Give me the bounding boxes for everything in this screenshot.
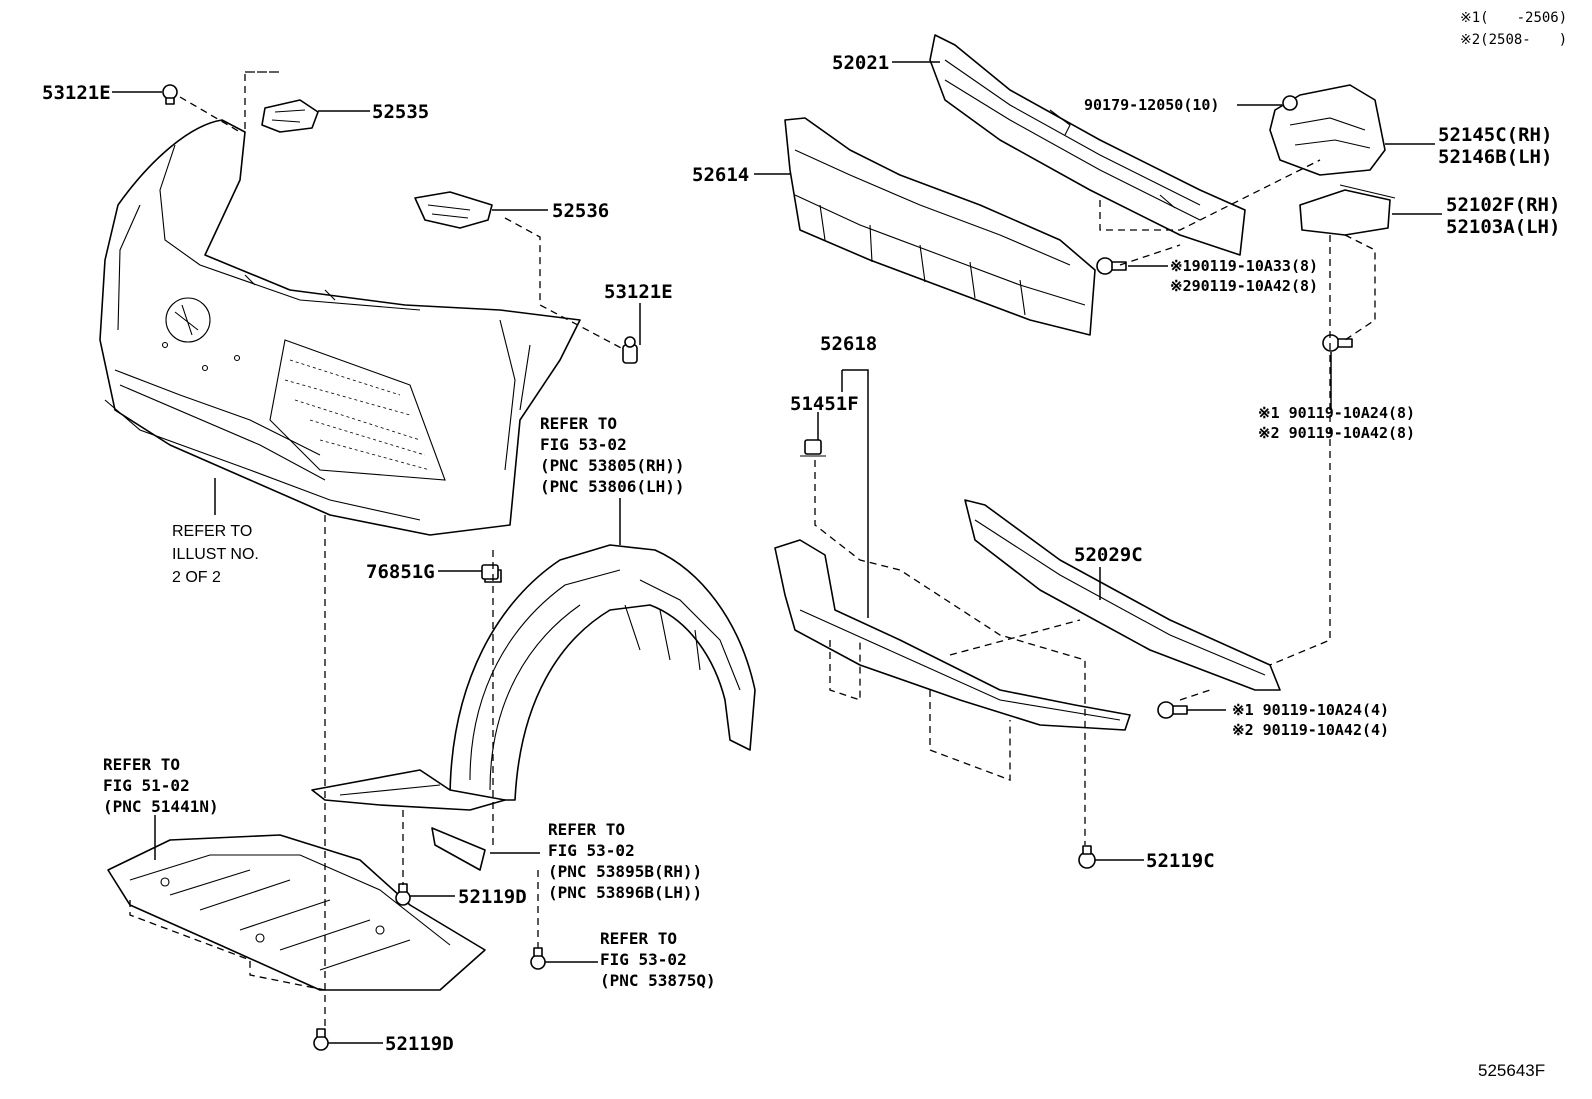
refer-illust-line-2: ILLUST NO.: [172, 546, 259, 563]
engine-under-cover-main: [107, 834, 486, 991]
refer-seal-line-3: (PNC 53895B(RH)): [548, 862, 702, 881]
label-90119-10a24-4: ※1 90119-10A24(4): [1232, 701, 1389, 719]
clip-53875q-icon: [530, 947, 546, 970]
clip-76851g-icon: [481, 564, 499, 580]
clip-53121e-top-icon: [162, 84, 178, 105]
label-90179-12050: 90179-12050(10): [1084, 96, 1219, 114]
bolt-90119-10a24-8-icon: [1322, 334, 1353, 352]
figure-id: 525643F: [1478, 1061, 1545, 1080]
lower-support-52618: [774, 539, 1131, 731]
refer-seal-line-4: (PNC 53896B(LH)): [548, 883, 702, 902]
label-52145c: 52145C(RH): [1438, 124, 1552, 146]
label-52618: 52618: [820, 333, 877, 355]
header-note-1: ※1( -2506): [1460, 10, 1567, 26]
bumper-reinforcement-52021: [929, 34, 1246, 256]
label-52119d-mid: 52119D: [458, 886, 527, 908]
leader-lines: [112, 61, 1442, 1044]
bumper-side-bracket-52535: [261, 99, 319, 133]
refer-seal-line-2: FIG 53-02: [548, 841, 635, 860]
dashed-relation-lines: [129, 71, 1376, 1030]
label-76851g: 76851G: [366, 561, 435, 583]
clip-53121e-mid-icon: [622, 336, 638, 364]
label-51451f: 51451F: [790, 393, 859, 415]
label-53121e-top: 53121E: [42, 82, 111, 104]
label-52119d-bottom: 52119D: [385, 1033, 454, 1055]
refer-fender-line-4: (PNC 53806(LH)): [540, 477, 685, 496]
label-90119-10a24-8: ※1 90119-10A24(8): [1258, 404, 1415, 422]
fender-liner: [449, 544, 756, 801]
label-52146b: 52146B(LH): [1438, 146, 1552, 168]
bolt-90119-10a24-4-icon: [1157, 701, 1188, 719]
energy-absorber-52614: [784, 117, 1096, 336]
label-52119c: 52119C: [1146, 850, 1215, 872]
clip-51451f-icon: [800, 439, 826, 457]
label-52536: 52536: [552, 200, 609, 222]
refer-illust-line-3: 2 OF 2: [172, 569, 221, 586]
refer-fender-line-2: FIG 53-02: [540, 435, 627, 454]
engine-under-cover-small: [311, 769, 506, 811]
refer-fender-line-1: REFER TO: [540, 414, 617, 433]
bumper-side-support-52102f: [1299, 184, 1396, 236]
label-52102f: 52102F(RH): [1446, 194, 1560, 216]
seal-bracket: [431, 827, 486, 871]
label-52103a: 52103A(LH): [1446, 216, 1560, 238]
refer-clip-line-3: (PNC 53875Q): [600, 971, 716, 990]
label-90119-10a42-8-top: ※290119-10A42(8): [1170, 277, 1318, 295]
refer-fender-line-3: (PNC 53805(RH)): [540, 456, 685, 475]
label-52535: 52535: [372, 101, 429, 123]
refer-clip-line-1: REFER TO: [600, 929, 677, 948]
refer-fig5102-line-3: (PNC 51441N): [103, 797, 219, 816]
header-note-2: ※2(2508- ): [1460, 32, 1567, 48]
bolt-52119d-mid-icon: [395, 883, 411, 906]
label-52614: 52614: [692, 164, 749, 186]
bumper-bracket-52145c: [1269, 84, 1386, 176]
bumper-side-bracket-52536: [414, 191, 493, 229]
bolt-90119-10a33-icon: [1096, 257, 1127, 275]
label-90119-10a42-8-mid: ※2 90119-10A42(8): [1258, 424, 1415, 442]
bolt-52119c-icon: [1078, 845, 1096, 869]
refer-fig5102-line-2: FIG 51-02: [103, 776, 190, 795]
front-lower-beam-52029c: [964, 499, 1281, 691]
label-90119-10a33-8: ※190119-10A33(8): [1170, 257, 1318, 275]
label-53121e-mid: 53121E: [604, 281, 673, 303]
refer-clip-line-2: FIG 53-02: [600, 950, 687, 969]
refer-fig5102-line-1: REFER TO: [103, 755, 180, 774]
front-bumper-cover: [99, 119, 581, 536]
label-52021: 52021: [832, 52, 889, 74]
refer-illust-line-1: REFER TO: [172, 523, 252, 540]
label-90119-10a42-4: ※2 90119-10A42(4): [1232, 721, 1389, 739]
bolt-52119d-bottom-icon: [313, 1028, 329, 1051]
refer-seal-line-1: REFER TO: [548, 820, 625, 839]
label-52029c: 52029C: [1074, 544, 1143, 566]
